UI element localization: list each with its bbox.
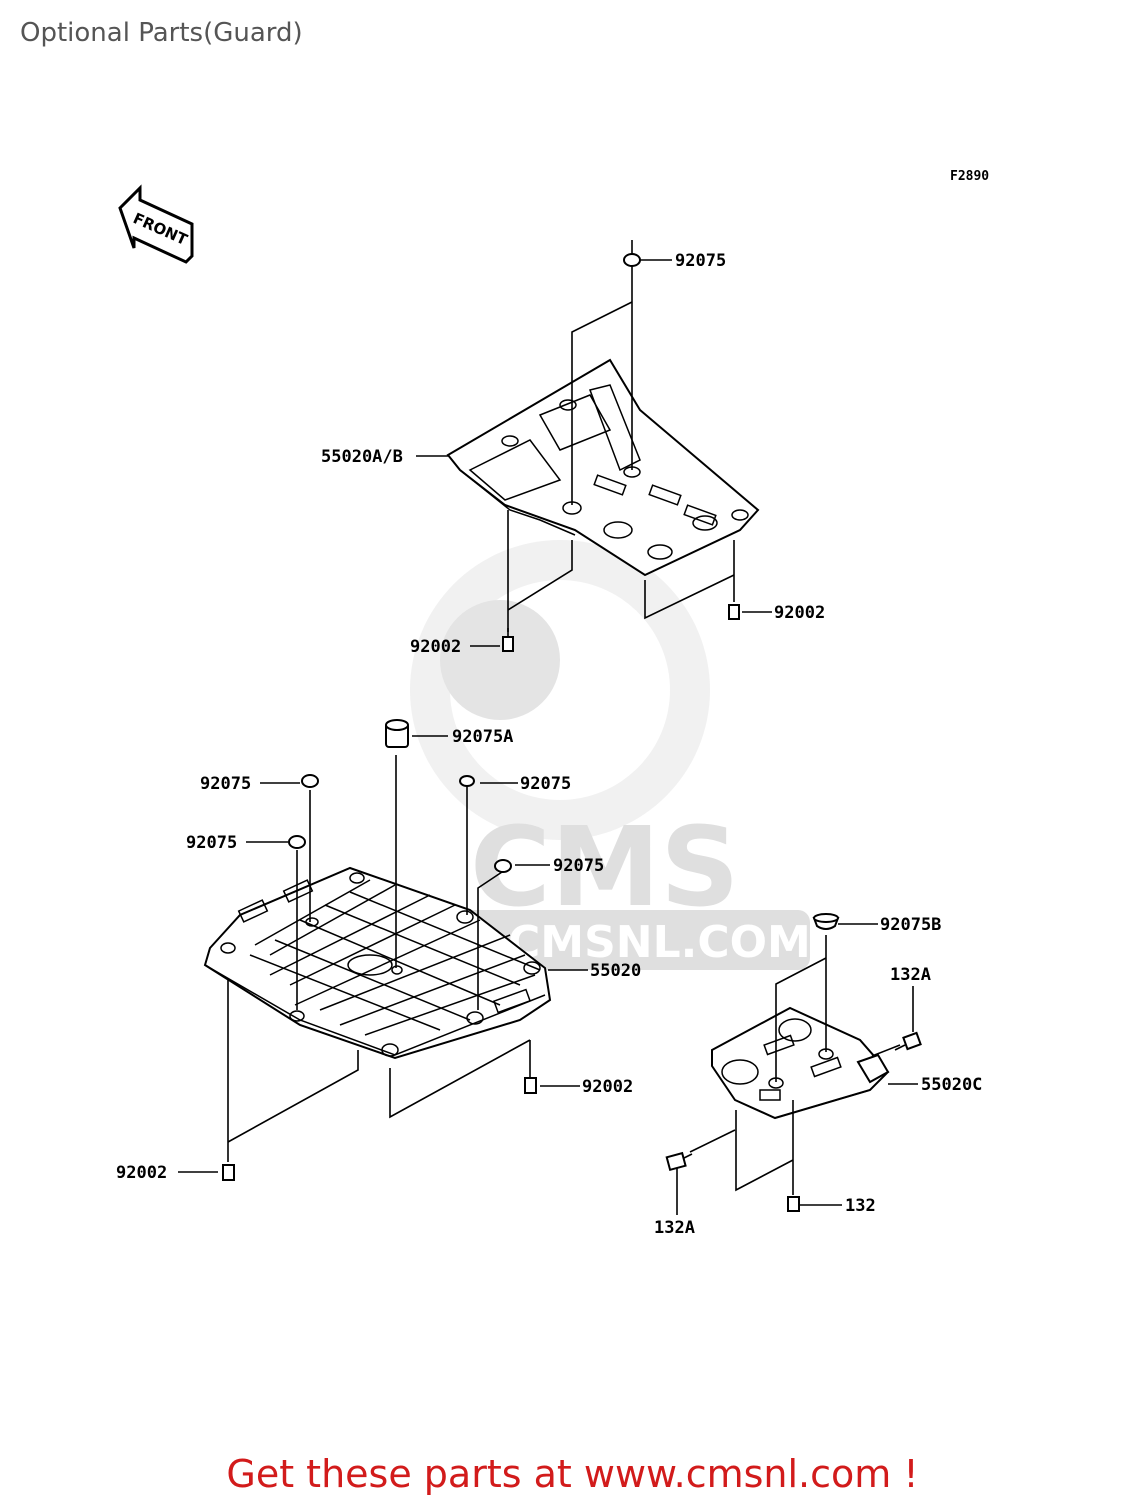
cap-92075b-icon [812, 913, 840, 930]
label-92075-b3: 92075 [186, 833, 237, 853]
diagram-code: F2890 [950, 169, 989, 184]
watermark-brand: CMS [470, 803, 739, 931]
label-92002-a-right: 92002 [774, 603, 825, 623]
watermark: CMS CMSNL.COM [410, 540, 811, 970]
label-92075a: 92075A [452, 727, 513, 747]
label-92002-a-left: 92002 [410, 637, 461, 657]
bolt-92002-left-icon [502, 628, 514, 652]
bolt-92002-b-left-icon [222, 1164, 235, 1181]
label-92075b: 92075B [880, 915, 941, 935]
label-132: 132 [845, 1196, 876, 1216]
label-92075-a: 92075 [675, 251, 726, 271]
footer-promo-text[interactable]: Get these parts at www.cmsnl.com ! [226, 1452, 919, 1496]
label-92002-b-left: 92002 [116, 1163, 167, 1183]
front-arrow-icon: FRONT [118, 184, 194, 264]
bolt-132a-bottom-icon [665, 1151, 693, 1172]
label-92075-b2: 92075 [520, 774, 571, 794]
guard-55020ab-drawing [446, 358, 760, 577]
bolt-132a-top-icon [894, 1031, 922, 1051]
guard-55020-drawing [203, 866, 552, 1060]
watermark-site: CMSNL.COM [508, 917, 811, 968]
collar-92075a-icon [385, 719, 409, 748]
nut-92075-b1-icon [301, 774, 319, 788]
page-title: Optional Parts(Guard) [20, 18, 303, 48]
bolt-132-icon [787, 1196, 800, 1212]
nut-92075-b4-icon [494, 859, 512, 873]
label-132a-top: 132A [890, 965, 931, 985]
bolt-92002-b-right-icon [524, 1077, 537, 1094]
guard-55020c-drawing [711, 1006, 890, 1120]
label-92075-b4: 92075 [553, 856, 604, 876]
label-55020: 55020 [590, 961, 641, 981]
nut-92075-icon [623, 253, 641, 267]
nut-92075-b3-icon [288, 835, 306, 849]
nut-92075-b2-icon [459, 775, 475, 787]
label-92075-b1: 92075 [200, 774, 251, 794]
bolt-92002-right-icon [728, 604, 740, 620]
label-55020c: 55020C [921, 1075, 982, 1095]
label-55020ab: 55020A/B [321, 447, 403, 467]
label-132a-bottom: 132A [654, 1218, 695, 1238]
label-92002-b-right: 92002 [582, 1077, 633, 1097]
